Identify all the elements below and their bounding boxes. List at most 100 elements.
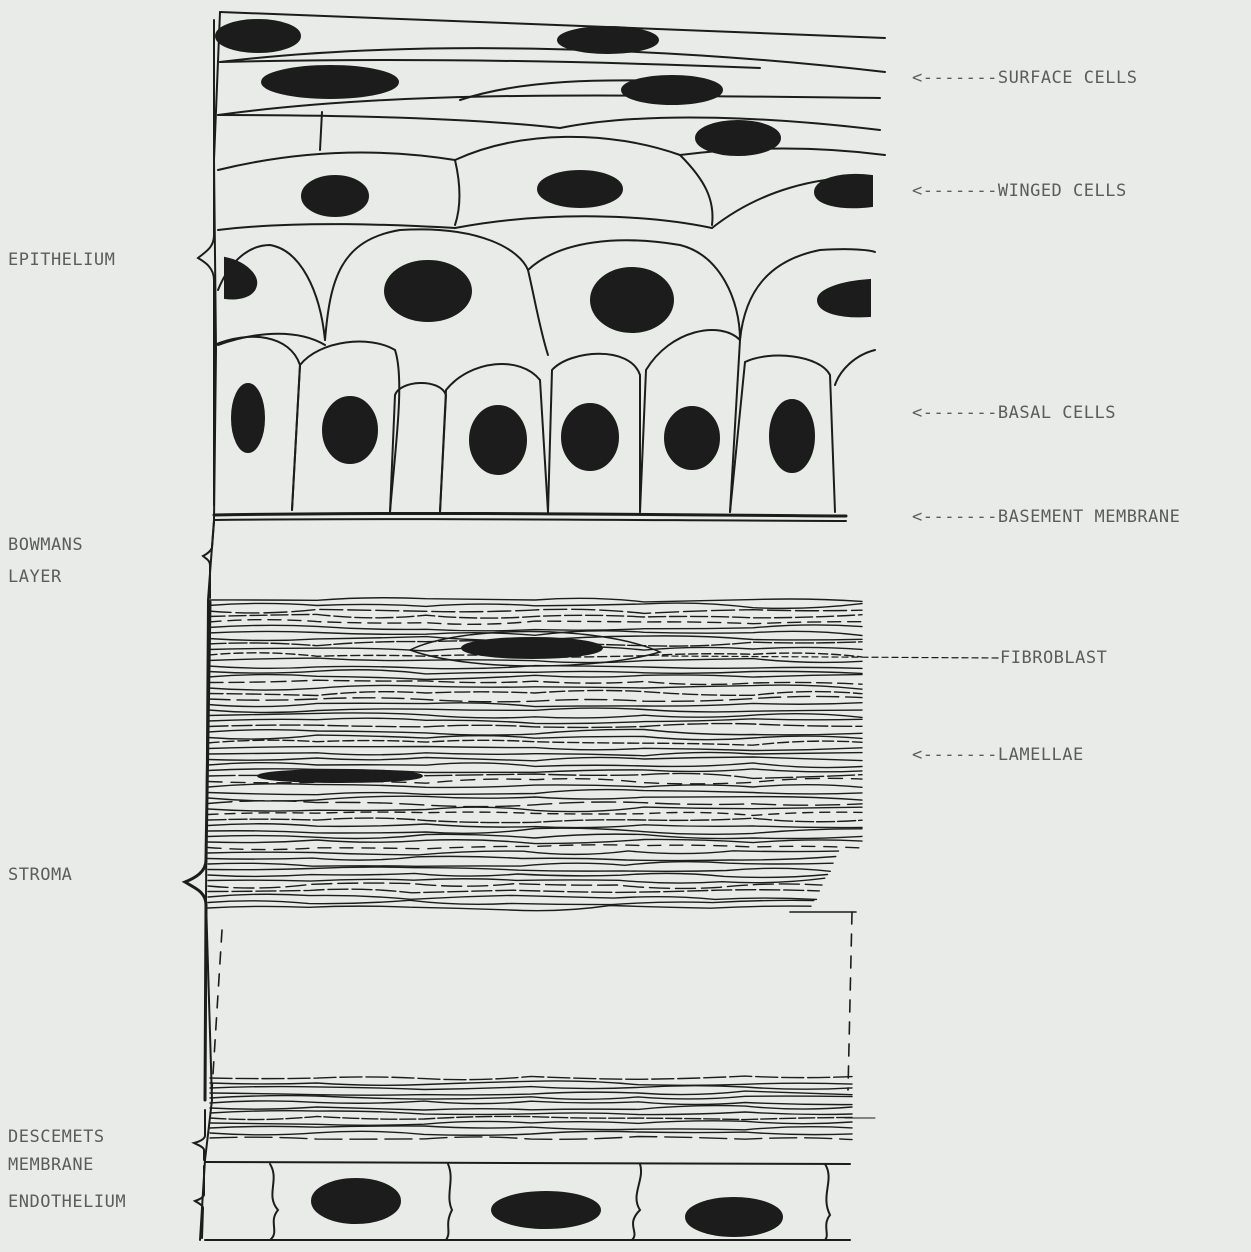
nucleus	[686, 1198, 782, 1236]
label-bowmans-line2: LAYER	[8, 562, 62, 592]
lamella-fiber	[208, 757, 862, 761]
label-descemets-line2: MEMBRANE	[8, 1150, 94, 1180]
lamella-fiber	[210, 1096, 852, 1100]
lamella-fiber	[208, 724, 862, 728]
lamella-fiber	[208, 906, 811, 911]
surface-cells-layer	[216, 12, 885, 130]
lamella-fiber	[208, 690, 862, 695]
lamella-fiber	[208, 845, 862, 850]
lamella-fiber	[210, 1126, 852, 1130]
lamella-fiber	[208, 883, 822, 888]
lamella-fiber	[208, 867, 830, 871]
lamella-fiber	[208, 862, 833, 867]
lamella-fiber	[210, 1091, 852, 1095]
lamella-fiber	[208, 878, 825, 883]
nucleus	[770, 400, 814, 472]
lamella-fiber	[208, 620, 862, 625]
endothelium-layer	[205, 1164, 850, 1240]
lamella-fiber	[208, 696, 862, 701]
lamella-fiber	[208, 708, 862, 712]
lamella-fiber	[210, 1106, 852, 1110]
label-surface-cells: <-------SURFACE CELLS	[912, 63, 1137, 93]
lamella-fiber	[208, 747, 862, 751]
nucleus	[225, 258, 256, 298]
brace-epithelium	[198, 20, 214, 505]
lamella-fiber	[208, 851, 839, 855]
fibroblast-nucleus	[258, 770, 422, 782]
lamella-fiber	[210, 1116, 852, 1119]
label-descemets-line1: DESCEMETS	[8, 1122, 105, 1152]
basement-membrane	[214, 513, 846, 521]
lamella-fiber	[210, 1081, 852, 1085]
lamella-fiber	[210, 1131, 852, 1135]
lamella-fiber	[208, 718, 862, 723]
nucleus	[492, 1192, 600, 1228]
label-basal-cells: <-------BASAL CELLS	[912, 398, 1116, 428]
lamella-fiber	[210, 1111, 852, 1115]
nucleus	[665, 407, 719, 469]
descemets-membrane	[205, 1162, 850, 1164]
lamella-fiber	[210, 1121, 852, 1125]
label-endothelium: ENDOTHELIUM	[8, 1187, 126, 1217]
fibroblast-nucleus	[462, 638, 602, 658]
label-fibroblast: FIBROBLAST	[1000, 643, 1107, 673]
lamella-fiber	[208, 801, 862, 807]
lamella-fiber	[208, 790, 862, 795]
label-lamellae: <-------LAMELLAE	[912, 740, 1084, 770]
label-stroma: STROMA	[8, 860, 72, 890]
lamella-fiber	[208, 824, 862, 828]
nucleus	[558, 27, 658, 53]
lamella-fiber	[208, 839, 862, 843]
lamella-fiber	[208, 752, 862, 755]
lamella-fiber	[210, 1076, 852, 1080]
lamella-fiber	[208, 735, 862, 740]
lamella-fiber	[208, 675, 862, 680]
layer-braces	[185, 20, 214, 1238]
lamella-fiber	[208, 685, 862, 690]
lamella-fiber	[208, 894, 817, 899]
nucleus	[216, 20, 300, 52]
stroma-lamellae	[208, 598, 862, 1140]
lamella-fiber	[208, 740, 862, 745]
lamella-fiber	[208, 603, 862, 608]
nucleus	[385, 261, 471, 321]
label-bowmans-line1: BOWMANS	[8, 530, 83, 560]
lamella-fiber	[208, 796, 862, 801]
label-basement-membrane: <-------BASEMENT MEMBRANE	[912, 502, 1180, 532]
lamella-fiber	[208, 680, 862, 684]
nucleus	[591, 268, 673, 332]
nucleus	[538, 171, 622, 207]
lamella-fiber	[208, 900, 814, 904]
lamella-fiber	[208, 670, 862, 674]
winged-cells-layer	[218, 112, 885, 230]
lamella-fiber	[208, 763, 862, 768]
label-epithelium: EPITHELIUM	[8, 245, 115, 275]
brace-descemets	[194, 1110, 205, 1160]
nucleus	[562, 404, 618, 470]
lamella-fiber	[208, 713, 862, 718]
label-winged-cells: <-------WINGED CELLS	[912, 176, 1127, 206]
lamella-fiber	[208, 614, 862, 618]
lamella-fiber	[208, 598, 862, 602]
lamella-fiber	[210, 1086, 852, 1090]
nucleus	[302, 176, 368, 216]
lamella-fiber	[208, 828, 862, 834]
lamella-fiber	[208, 856, 836, 860]
intermediate-cells-layer	[218, 229, 875, 385]
lamella-fiber	[208, 889, 819, 893]
lamella-fiber	[208, 729, 862, 735]
lamella-fiber	[208, 873, 828, 877]
nucleus	[470, 406, 526, 474]
brace-stroma	[185, 602, 210, 1100]
lamella-fiber	[208, 784, 862, 788]
fibroblast-pointer	[662, 656, 1000, 658]
nucleus	[312, 1179, 400, 1223]
nucleus	[622, 76, 722, 104]
nucleus	[262, 66, 398, 98]
lamella-fiber	[208, 609, 862, 613]
lamella-fiber	[208, 818, 862, 823]
lamella-fiber	[208, 807, 862, 811]
nucleus	[323, 397, 377, 463]
lamella-fiber	[208, 625, 862, 631]
